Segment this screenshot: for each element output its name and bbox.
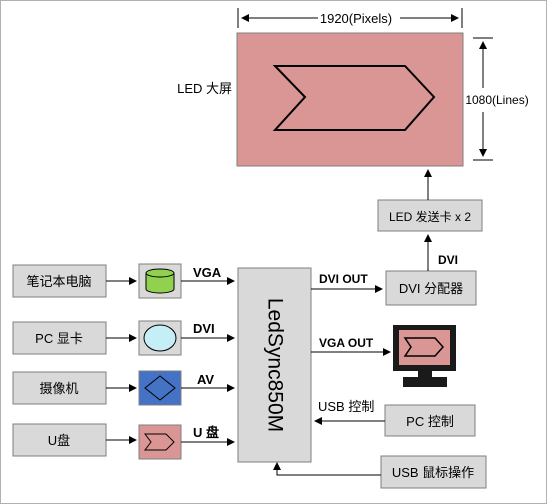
usb-mouse-box	[380, 455, 487, 489]
ellipse-icon	[143, 324, 177, 352]
source-usb-disk-label: U盘	[48, 433, 70, 448]
diamond-icon	[144, 375, 176, 401]
source-pc-card: PC 显卡	[12, 321, 107, 355]
sender-card: LED 发送卡 x 2	[377, 199, 483, 232]
source-laptop-label: 笔记本电脑	[26, 274, 91, 289]
chevron-icon	[272, 65, 436, 131]
source-usb-disk-box	[12, 423, 107, 457]
height-label: 1080(Lines)	[465, 93, 528, 107]
source-pc-card-box	[12, 321, 107, 355]
vga-out-label: VGA OUT	[319, 336, 374, 350]
sender-card-label: LED 发送卡 x 2	[389, 209, 471, 224]
dvi-distributor-box	[385, 270, 477, 306]
chevron-icon	[144, 433, 175, 451]
height-dimension: 1080(Lines)	[465, 37, 529, 161]
width-dimension: 1920(Pixels)	[237, 8, 463, 28]
usb-control-label: USB 控制	[318, 399, 374, 414]
source-laptop: 笔记本电脑	[12, 264, 107, 298]
usb-mouse-label: USB 鼠标操作	[392, 465, 474, 480]
width-label: 1920(Pixels)	[320, 11, 392, 26]
port-label-vga: VGA	[193, 265, 222, 280]
pc-control-label: PC 控制	[406, 414, 454, 429]
usb-mouse-arrowhead	[273, 462, 281, 470]
source-camera: 摄像机	[12, 371, 107, 405]
pc-control-box	[384, 404, 476, 437]
led-screen: LED 大屏	[177, 32, 464, 167]
dvi-icon-box	[138, 320, 182, 356]
processor-label: LedSync850M	[263, 298, 286, 432]
dvi-distributor: DVI 分配器	[385, 270, 477, 306]
source-camera-label: 摄像机	[39, 381, 78, 396]
source-pc-card-label: PC 显卡	[35, 331, 83, 346]
monitor-icon	[393, 325, 456, 387]
sender-card-box	[377, 199, 483, 232]
processor: LedSync850M	[237, 267, 312, 463]
cylinder-icon	[145, 268, 175, 294]
dvi-distributor-label: DVI 分配器	[399, 281, 463, 296]
source-usb-disk: U盘	[12, 423, 107, 457]
distributor-input-label: DVI	[438, 253, 458, 267]
port-label-av: AV	[197, 372, 214, 387]
port-label-usb: U 盘	[193, 425, 219, 440]
usb-icon-box	[138, 424, 182, 460]
usb-mouse: USB 鼠标操作	[380, 455, 487, 489]
port-label-dvi: DVI	[193, 321, 215, 336]
led-screen-label: LED 大屏	[177, 81, 232, 96]
pc-control: PC 控制	[384, 404, 476, 437]
av-icon-box	[138, 370, 182, 406]
usb-mouse-connector	[276, 466, 381, 476]
vga-icon-box	[138, 263, 182, 299]
processor-box	[237, 267, 312, 463]
source-camera-box	[12, 371, 107, 405]
dvi-out-label: DVI OUT	[319, 272, 368, 286]
